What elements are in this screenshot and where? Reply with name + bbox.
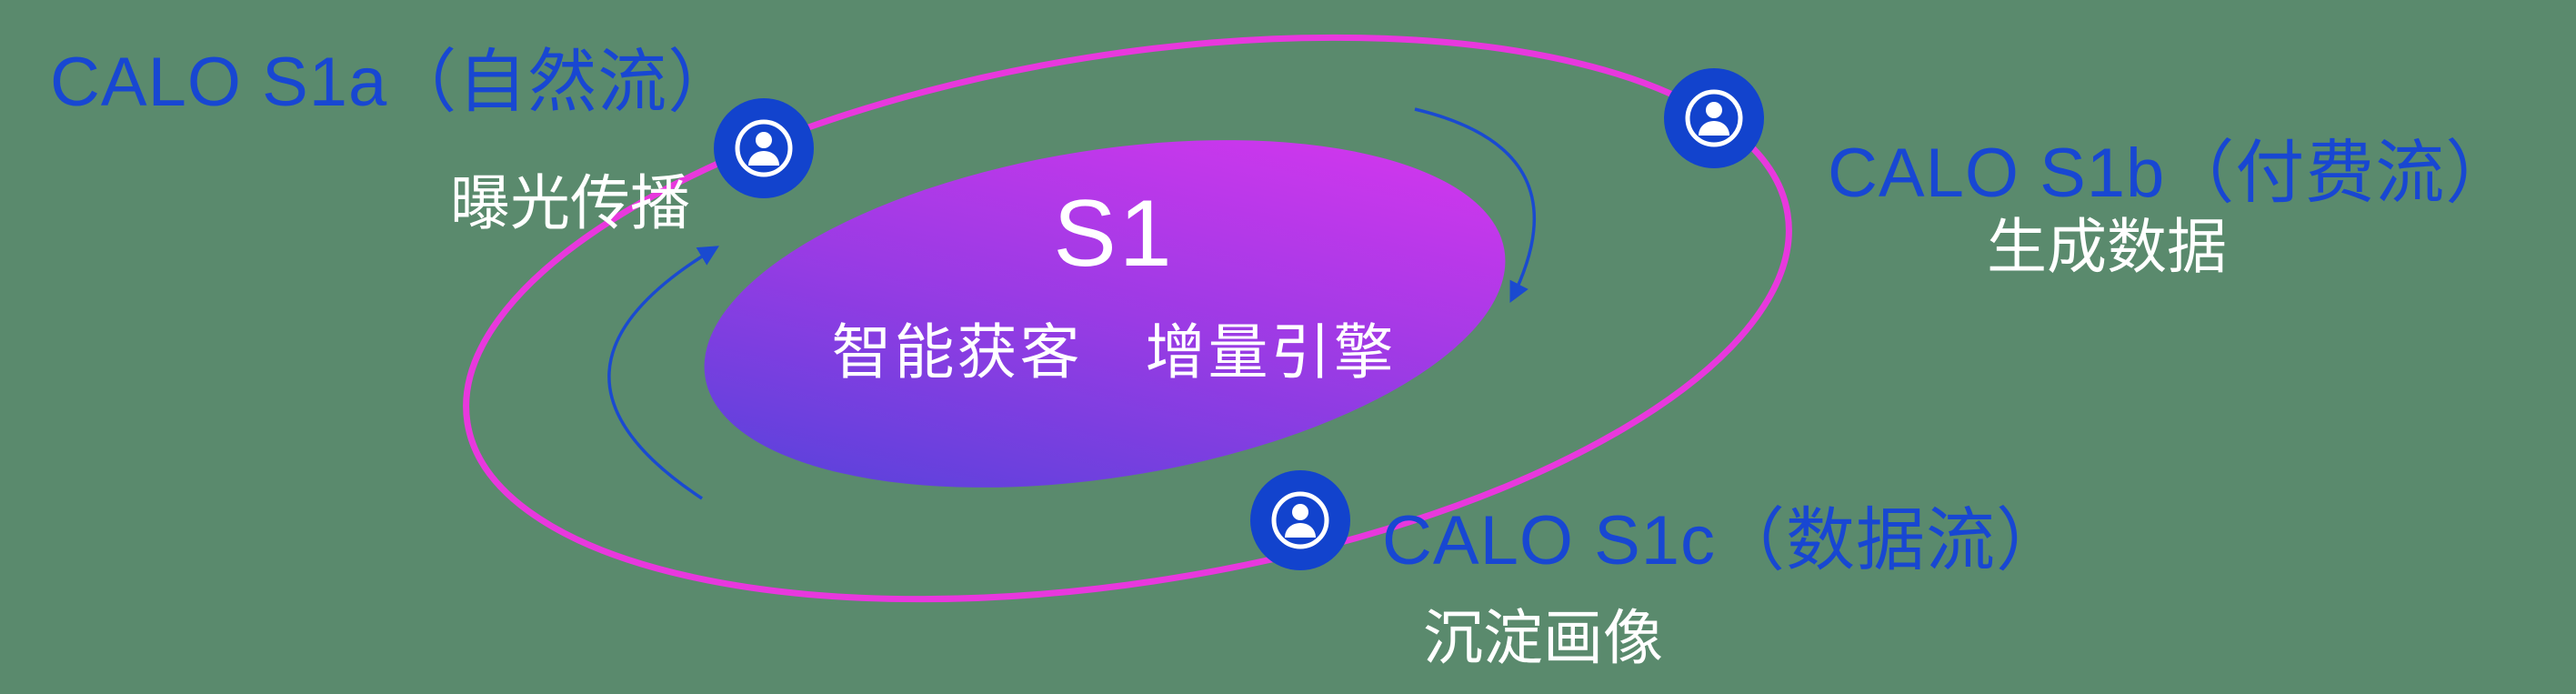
flow-arrow-right bbox=[1414, 107, 1537, 304]
core-text-group: S1 智能获客 增量引擎 bbox=[832, 180, 1397, 391]
user-icon bbox=[1664, 68, 1764, 168]
user-icon bbox=[1250, 470, 1350, 570]
core-subtitle: 智能获客 增量引擎 bbox=[831, 317, 1397, 386]
core-title: S1 bbox=[1053, 181, 1175, 287]
flow-arrow-left bbox=[607, 246, 719, 500]
node-s1b bbox=[1664, 68, 1764, 168]
orbit-ring bbox=[463, 34, 1792, 603]
label-calo-s1c: CALO S1c（数据流） bbox=[1382, 502, 2067, 579]
label-calo-s1b: CALO S1b（付费流） bbox=[1828, 135, 2516, 212]
sublabel-calo-s1a: 曝光传播 bbox=[450, 169, 690, 236]
node-s1c bbox=[1250, 470, 1350, 570]
sublabel-calo-s1b: 生成数据 bbox=[1987, 213, 2227, 280]
core-ellipse bbox=[704, 140, 1506, 488]
sublabel-calo-s1c: 沉淀画像 bbox=[1423, 604, 1663, 671]
label-calo-s1a: CALO S1a（自然流） bbox=[50, 44, 738, 121]
